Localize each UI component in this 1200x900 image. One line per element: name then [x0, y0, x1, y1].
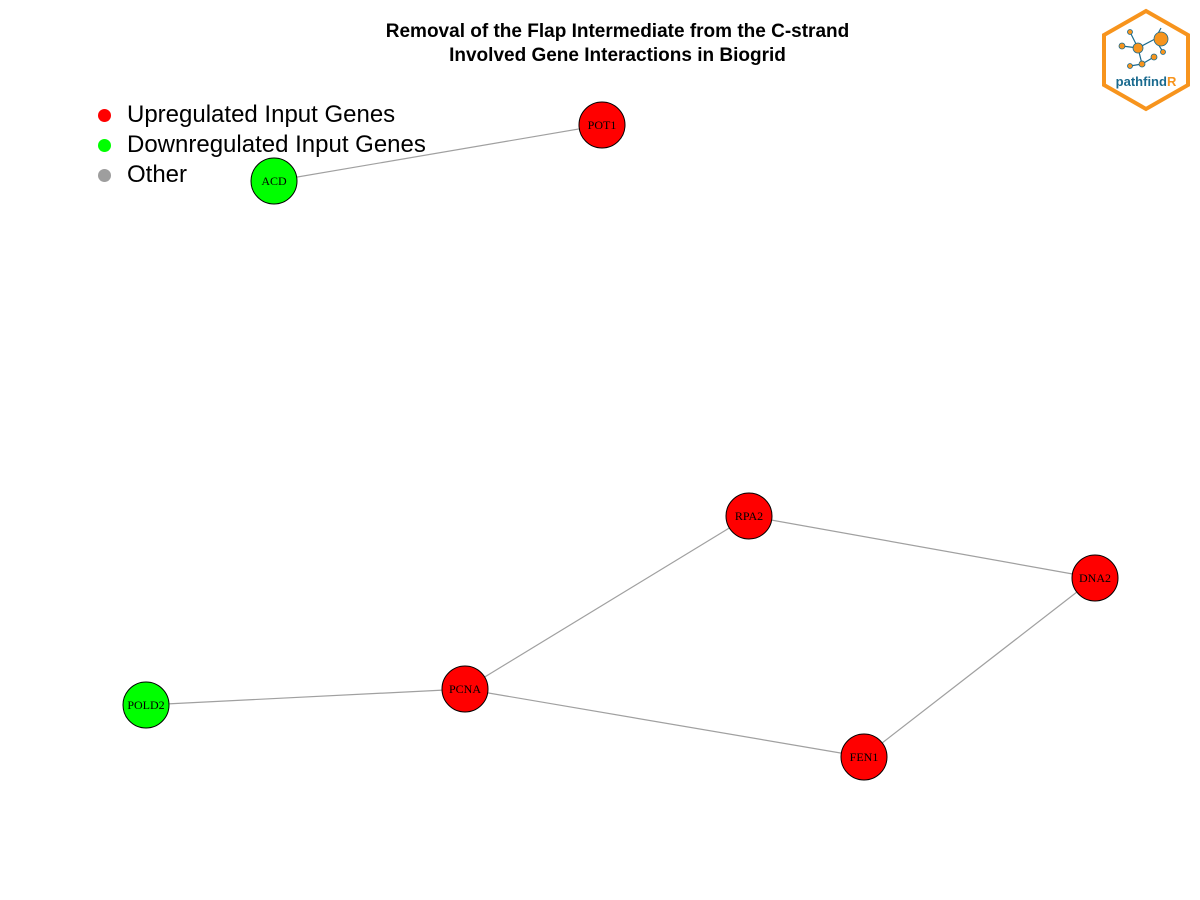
logo-text-accent: R [1167, 74, 1177, 89]
node-acd[interactable]: ACD [250, 157, 298, 205]
network-edges [145, 124, 1096, 758]
node-pot1[interactable]: POT1 [578, 101, 626, 149]
node-circle-rpa2 [725, 492, 773, 540]
node-label-rpa2: RPA2 [735, 509, 763, 523]
edge-fen1-dna2 [863, 577, 1096, 758]
node-circle-dna2 [1071, 554, 1119, 602]
node-circle-fen1 [840, 733, 888, 781]
title-line-1: Removal of the Flap Intermediate from th… [385, 21, 850, 42]
node-pcna[interactable]: PCNA [441, 665, 489, 713]
edge-acd-pot1 [273, 124, 603, 182]
title-line-2: Involved Gene Interactions in Biogrid [449, 45, 786, 66]
node-circle-pold2 [122, 681, 170, 729]
node-circle-pcna [441, 665, 489, 713]
legend-item-other: Other [98, 160, 426, 190]
node-label-pot1: POT1 [588, 118, 617, 132]
legend-item-upregulated: Upregulated Input Genes [98, 100, 426, 130]
edge-pold2-pcna [145, 688, 466, 706]
node-pold2[interactable]: POLD2 [122, 681, 170, 729]
node-label-fen1: FEN1 [850, 750, 879, 764]
legend-label-upregulated: Upregulated Input Genes [127, 101, 396, 128]
node-label-dna2: DNA2 [1079, 571, 1111, 585]
node-circle-acd [250, 157, 298, 205]
svg-text:pathfindR: pathfindR [1116, 74, 1177, 89]
legend: Upregulated Input Genes Downregulated In… [98, 100, 426, 190]
node-circle-pot1 [578, 101, 626, 149]
legend-label-downregulated: Downregulated Input Genes [127, 131, 426, 158]
pathfindr-logo: pathfindR [1102, 8, 1190, 112]
legend-dot-other [98, 168, 111, 182]
node-dna2[interactable]: DNA2 [1071, 554, 1119, 602]
node-label-acd: ACD [261, 174, 287, 188]
legend-dot-upregulated [98, 108, 111, 122]
node-fen1[interactable]: FEN1 [840, 733, 888, 781]
logo-text-main: pathfind [1116, 74, 1167, 89]
legend-item-downregulated: Downregulated Input Genes [98, 130, 426, 160]
edge-pcna-rpa2 [464, 515, 750, 690]
node-label-pold2: POLD2 [127, 698, 164, 712]
chart-title: Removal of the Flap Intermediate from th… [0, 20, 1200, 68]
legend-label-other: Other [127, 161, 188, 188]
edge-rpa2-dna2 [748, 515, 1096, 579]
legend-dot-downregulated [98, 138, 111, 152]
edge-pcna-fen1 [464, 688, 865, 758]
node-label-pcna: PCNA [449, 682, 481, 696]
node-rpa2[interactable]: RPA2 [725, 492, 773, 540]
